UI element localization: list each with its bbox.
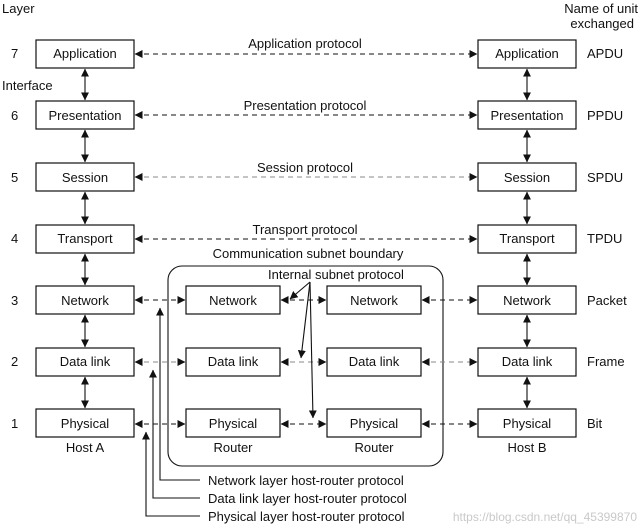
network-host-router-pointer [156,307,200,481]
router-1-datalink-box [185,347,281,377]
host-a-datalink-box [35,347,135,377]
unit-column-header-line1: Name of unit [564,1,638,16]
router-1-network-label: Network [209,293,257,308]
host-router-protocol-callouts: Network layer host-router protocol Data … [142,307,407,524]
host-b-application-box [477,39,577,69]
host-a-datalink-label: Data link [60,354,111,369]
host-a-transport-box [35,224,135,254]
host-b-datalink-box [477,347,577,377]
host-a-presentation-box [35,100,135,130]
host-b-datalink-label: Data link [502,354,553,369]
internal-subnet-protocol-label: Internal subnet protocol [268,267,404,282]
host-b-physical-box [477,408,577,438]
layer-column-header: Layer [2,1,35,16]
unit-spdu: SPDU [587,170,623,185]
router-2-network-box [326,285,422,315]
router-1-physical-label: Physical [209,416,258,431]
unit-frame: Frame [587,354,625,369]
session-protocol-label: Session protocol [257,160,353,175]
host-a-application-label: Application [53,46,117,61]
host-b-network-box [477,285,577,315]
host-a-session-box [35,162,135,192]
end-to-end-protocols: Application protocol Presentation protoc… [134,36,478,243]
internal-subnet-protocol-pointers [289,281,317,419]
host-b-transport-box [477,224,577,254]
transport-protocol-label: Transport protocol [252,222,357,237]
host-a-physical-label: Physical [61,416,110,431]
host-b-physical-label: Physical [503,416,552,431]
router-2-physical-label: Physical [350,416,399,431]
layer-number-3: 3 [11,293,18,308]
subnet-boundary-label: Communication subnet boundary [213,246,404,261]
datalink-host-router-label: Data link layer host-router protocol [208,491,407,506]
host-a-application-box [35,39,135,69]
subnet-links [134,296,478,428]
host-a-presentation-label: Presentation [49,108,122,123]
host-a-stack: Application Presentation Session Transpo… [35,39,135,438]
router-1-stack: Network Data link Physical Router [185,285,281,455]
host-b-label: Host B [507,440,546,455]
router-2-datalink-label: Data link [349,354,400,369]
unit-column-header-line2: exchanged [570,16,634,31]
unit-apdu: APDU [587,46,623,61]
physical-host-router-label: Physical layer host-router protocol [208,509,405,524]
presentation-protocol-label: Presentation protocol [244,98,367,113]
unit-packet: Packet [587,293,627,308]
router-2-stack: Network Data link Physical Router [326,285,422,455]
layer-number-4: 4 [11,231,18,246]
watermark-text: https://blog.csdn.net/qq_45399870 [453,510,637,524]
host-b-presentation-label: Presentation [491,108,564,123]
host-b-session-box [477,162,577,192]
router-2-label: Router [354,440,394,455]
layer-number-6: 6 [11,108,18,123]
unit-tpdu: TPDU [587,231,622,246]
host-a-label: Host A [66,440,105,455]
host-b-network-label: Network [503,293,551,308]
host-a-transport-label: Transport [57,231,113,246]
host-b-stack: Application Presentation Session Transpo… [477,39,577,438]
host-a-network-box [35,285,135,315]
internal-pointer-datalink [297,281,311,359]
router-1-physical-box [185,408,281,438]
unit-bit: Bit [587,416,603,431]
host-b-session-label: Session [504,170,550,185]
host-b-presentation-box [477,100,577,130]
application-protocol-label: Application protocol [248,36,362,51]
router-1-label: Router [213,440,253,455]
router-1-datalink-label: Data link [208,354,259,369]
internal-pointer-network [289,281,311,300]
host-b-application-label: Application [495,46,559,61]
router-2-network-label: Network [350,293,398,308]
unit-ppdu: PPDU [587,108,623,123]
router-2-datalink-box [326,347,422,377]
physical-host-router-pointer [142,431,200,517]
router-2-physical-box [326,408,422,438]
layer-number-5: 5 [11,170,18,185]
layer-number-7: 7 [11,46,18,61]
internal-pointer-physical [308,281,317,419]
layer-number-2: 2 [11,354,18,369]
interface-label: Interface [2,78,53,93]
host-a-network-label: Network [61,293,109,308]
host-b-transport-label: Transport [499,231,555,246]
router-1-network-box [185,285,281,315]
communication-subnet-boundary [167,265,444,467]
host-a-physical-box [35,408,135,438]
network-host-router-label: Network layer host-router protocol [208,473,404,488]
layer-number-1: 1 [11,416,18,431]
host-a-session-label: Session [62,170,108,185]
datalink-host-router-pointer [149,369,200,499]
